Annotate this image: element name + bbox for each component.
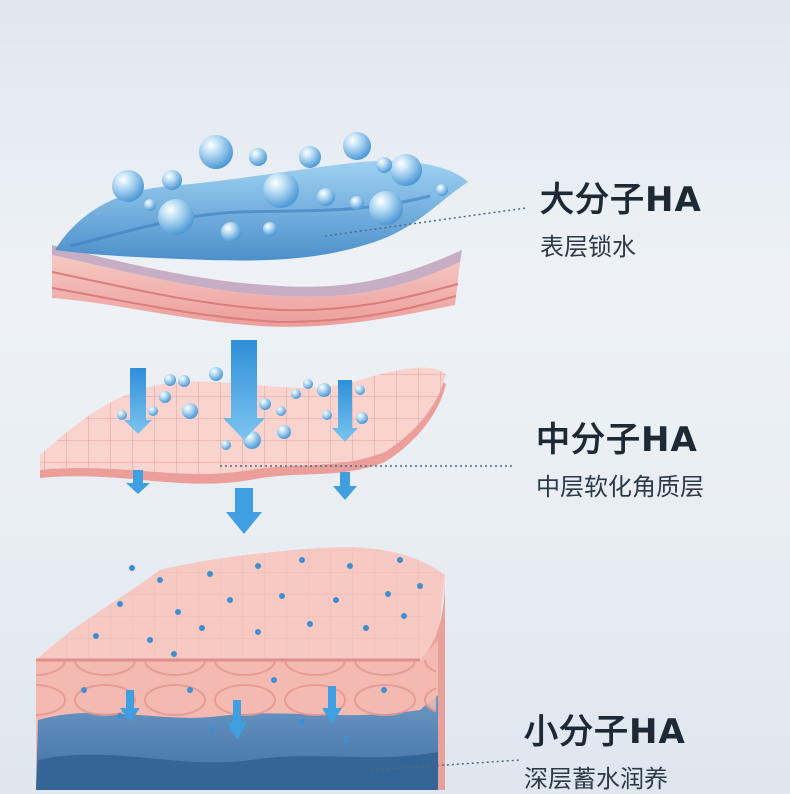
medium-ha-subtitle: 中层软化角质层 xyxy=(536,473,704,501)
medium-ha-title: 中分子HA xyxy=(536,420,698,460)
small-molecule-dots xyxy=(81,557,423,743)
leader-line-large xyxy=(324,207,527,237)
layer-label-medium: 中分子HA 中层软化角质层 xyxy=(536,412,704,502)
medium-molecule-particles xyxy=(117,367,368,450)
layer-label-large: 大分子HA 表层锁水 xyxy=(540,172,702,262)
large-molecule-bubbles xyxy=(112,132,448,242)
small-ha-title: 小分子HA xyxy=(524,712,686,752)
large-ha-subtitle: 表层锁水 xyxy=(540,233,636,261)
downward-arrows-bottom xyxy=(120,686,342,740)
downward-arrows-middle xyxy=(124,340,358,534)
bottom-skin-block xyxy=(36,547,445,790)
small-ha-subtitle: 深层蓄水润养 xyxy=(524,765,668,793)
layer-label-small: 小分子HA 深层蓄水润养 xyxy=(524,704,686,794)
top-skin-block xyxy=(51,160,468,327)
large-ha-title: 大分子HA xyxy=(540,180,702,220)
